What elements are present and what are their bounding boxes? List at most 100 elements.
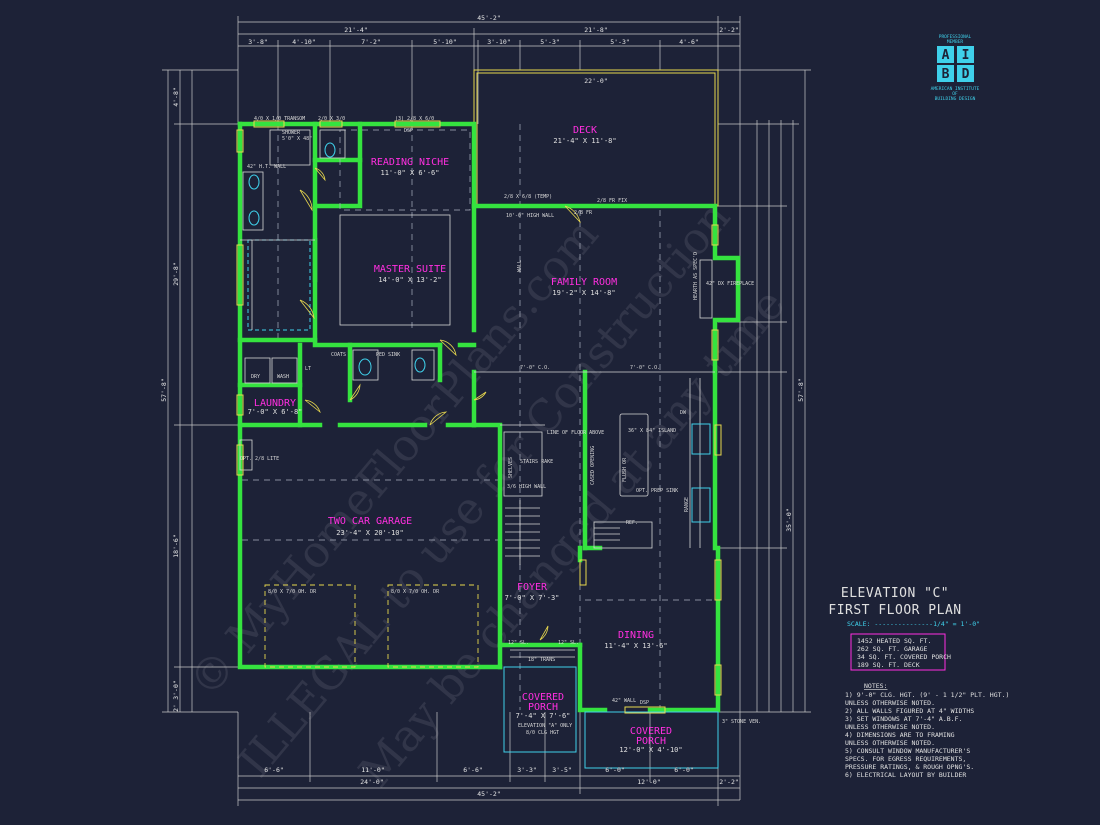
porch-1-name2: PORCH bbox=[528, 702, 558, 713]
half-wall-2-label: 42" WALL bbox=[612, 698, 636, 704]
notes-heading: NOTES: bbox=[864, 682, 887, 690]
dim-top-total: 45'-2" bbox=[477, 14, 500, 22]
coats-label: COATS bbox=[331, 352, 346, 358]
note-line: 3) SET WINDOWS AT 7'-4" A.B.F. bbox=[845, 715, 962, 723]
dim-bottom-b: 12'-0" bbox=[637, 778, 660, 786]
dim-bottom-row-5: 6'-0" bbox=[605, 766, 625, 774]
wall-label: WALL bbox=[517, 260, 523, 272]
dim-top-a: 21'-4" bbox=[344, 26, 367, 34]
room-labels: DECK 21'-4" X 11'-8" READING NICHE 11'-0… bbox=[248, 125, 683, 754]
fr-door-label: 2/8 FR bbox=[574, 210, 593, 216]
dim-bottom-row-0: 6'-6" bbox=[264, 766, 284, 774]
dsp-label: DSP bbox=[404, 128, 413, 134]
logo-bottom1: AMERICAN INSTITUTE bbox=[931, 86, 980, 92]
logo-top: PROFESSIONAL bbox=[939, 34, 972, 40]
dsp-label-2: DSP bbox=[640, 700, 649, 706]
note-line: 2) ALL WALLS FIGURED AT 4" WIDTHS bbox=[845, 707, 974, 715]
dim-top-b: 21'-8" bbox=[584, 26, 607, 34]
high-wall-label: 10'-0" HIGH WALL bbox=[506, 213, 554, 219]
windows bbox=[236, 120, 722, 714]
note-line: UNLESS OTHERWISE NOTED. bbox=[845, 739, 935, 747]
area-box bbox=[850, 633, 946, 671]
dim-top-row-5: 5'-3" bbox=[540, 38, 560, 46]
laundry-tub-label: LT bbox=[305, 366, 311, 372]
dim-top-row-7: 4'-6" bbox=[679, 38, 699, 46]
dim-bottom-row-1: 11'-0" bbox=[361, 766, 384, 774]
dimension-texts: 45'-2" 21'-4" 21'-8" 2'-2" 3'-8" 4'-10" … bbox=[160, 14, 805, 798]
dim-left-a: 4'-8" bbox=[172, 87, 180, 107]
note-line: UNLESS OTHERWISE NOTED. bbox=[845, 699, 935, 707]
dim-top-row-0: 3'-8" bbox=[248, 38, 268, 46]
note-line: 4) DIMENSIONS ARE TO FRAMING bbox=[845, 731, 955, 739]
shelves-label: SHELVES bbox=[508, 457, 514, 478]
dim-bottom-row-4: 3'-5" bbox=[552, 766, 572, 774]
door-temp-label: 2/8 X 6/8 (TEMP) bbox=[504, 194, 552, 200]
dim-left-b: 29'-8" bbox=[172, 262, 180, 285]
porch-2-size: 12'-0" X 4'-10" bbox=[619, 746, 682, 754]
ht-wall-label: 42" H.T. WALL bbox=[247, 164, 286, 170]
sidelite-2-label: 12" SL. bbox=[558, 640, 579, 646]
logo-letter-i: I bbox=[962, 48, 970, 63]
master-suite-name: MASTER SUITE bbox=[374, 264, 446, 275]
window-3060-label: (3) 2/8 X 6/0 bbox=[395, 116, 434, 122]
transom-label: 4/0 X 1/0 TRANSOM bbox=[254, 116, 305, 122]
area-deck: 189 SQ. FT. DECK bbox=[857, 661, 920, 669]
foyer-name: FOYER bbox=[517, 582, 548, 593]
dim-left-e: 2' bbox=[172, 704, 180, 712]
note-line: 1) 9'-0" CLG. HGT. (9' - 1 1/2" PLT. HGT… bbox=[845, 691, 1009, 699]
dimension-lines bbox=[162, 16, 811, 806]
watermark: © MyHomeFloorPlans.com ILLEGAL to use fo… bbox=[179, 192, 795, 797]
logo-letter-b: B bbox=[942, 67, 950, 82]
flush-label: FLUSH OR bbox=[622, 457, 628, 482]
reading-niche-size: 11'-0" X 6'-6" bbox=[380, 169, 439, 177]
shower-size-label: 5'0" X 48" bbox=[282, 136, 312, 142]
ped-sink-label: PED SINK bbox=[376, 352, 400, 358]
half-wall-label: 3/6 HIGH WALL bbox=[507, 484, 546, 490]
washer-label: WASH bbox=[277, 374, 289, 380]
interior-lines bbox=[239, 129, 719, 769]
dim-left-total: 57'-8" bbox=[160, 378, 168, 401]
deck-size: 21'-4" X 11'-8" bbox=[553, 137, 616, 145]
door-swings bbox=[299, 167, 581, 641]
family-room-size: 19'-2" X 14'-8" bbox=[552, 289, 615, 297]
laundry-size: 7'-0" X 6'-8" bbox=[248, 408, 303, 416]
dim-left-c: 18'-6" bbox=[172, 534, 180, 557]
dim-left-d: 3'-0" bbox=[172, 680, 180, 700]
stairs-rake-label: STAIRS RAKE bbox=[520, 459, 553, 465]
notes: NOTES: 1) 9'-0" CLG. HGT. (9' - 1 1/2" P… bbox=[845, 682, 1009, 779]
note-line: UNLESS OTHERWISE NOTED. bbox=[845, 723, 935, 731]
garage-doors bbox=[264, 584, 479, 668]
dim-top-row-4: 3'-10" bbox=[487, 38, 510, 46]
drawing-title-line1: ELEVATION "C" bbox=[841, 586, 949, 601]
porch-1-size: 7'-4" X 7'-6" bbox=[516, 712, 571, 720]
cased-opening-label-2: 7'-0" C.O. bbox=[630, 365, 660, 371]
dining-name: DINING bbox=[618, 630, 654, 641]
window-2030-label: 2/0 X 3/0 bbox=[318, 116, 345, 122]
dryer-label: DRY bbox=[251, 374, 260, 380]
dim-bottom-row-3: 3'-3" bbox=[517, 766, 537, 774]
dim-right-a: 35'-0" bbox=[785, 508, 793, 531]
dim-top-row-3: 5'-10" bbox=[433, 38, 456, 46]
logo-top2: MEMBER bbox=[947, 39, 964, 45]
area-heated: 1452 HEATED SQ. FT. bbox=[857, 637, 931, 645]
sidelite-1-label: 12" SL. bbox=[508, 640, 529, 646]
deck-name: DECK bbox=[573, 125, 597, 136]
fixture-labels: SHOWER 5'0" X 48" 42" H.T. WALL 4/0 X 1/… bbox=[240, 116, 761, 736]
note-line: PRESSURE RATINGS, & ROUGH OPNG'S. bbox=[845, 763, 974, 771]
garage-door-1-label: 8/0 X 7/0 OH. DR bbox=[268, 589, 317, 595]
dim-deck-width: 22'-0" bbox=[584, 77, 607, 85]
note-line: 5) CONSULT WINDOW MANUFACTURER'S bbox=[845, 747, 970, 755]
elevation-note-label: ELEVATION "A" ONLY bbox=[518, 723, 572, 729]
dim-top-row-1: 4'-10" bbox=[292, 38, 315, 46]
hearth-label: HEARTH AS SPEC'D bbox=[693, 252, 699, 300]
dining-size: 11'-4" X 13'-6" bbox=[604, 642, 667, 650]
cased-label: CASED OPENING bbox=[590, 446, 596, 485]
shower-label: SHOWER bbox=[282, 130, 301, 136]
family-room-name: FAMILY ROOM bbox=[551, 277, 617, 288]
drawing-scale: SCALE: ---------------1/4" = 1'-0" bbox=[847, 620, 980, 628]
porch-1-name: COVERED bbox=[522, 692, 564, 703]
dim-bottom-c: 2'-2" bbox=[719, 778, 739, 786]
dishwasher-label: DW bbox=[680, 410, 687, 416]
area-garage: 262 SQ. FT. GARAGE bbox=[857, 645, 928, 653]
